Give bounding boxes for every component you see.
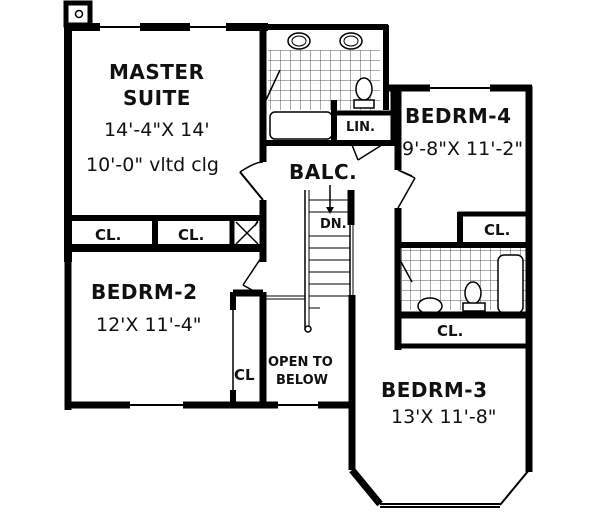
bedroom-3-label: BEDRM-3: [381, 378, 488, 402]
balcony-label: BALC.: [289, 160, 358, 184]
open-to-below-label-1: OPEN TO: [268, 355, 333, 370]
bedroom-2-dims: 12'X 11'-4": [96, 314, 202, 336]
master-suite-ceiling: 10'-0" vltd clg: [86, 154, 219, 176]
bedroom-4-walls: [351, 84, 533, 300]
master-suite-dims: 14'-4"X 14': [104, 119, 210, 141]
staircase: [263, 185, 356, 470]
master-suite-walls: [64, 23, 268, 262]
master-bath: [263, 24, 396, 146]
master-suite-label-2: SUITE: [123, 86, 191, 110]
balcony-railing: [254, 169, 413, 227]
master-suite-label-1: MASTER: [109, 60, 205, 84]
linen-closet-label: LIN.: [346, 120, 375, 135]
bedroom-2-closet-label: CL: [234, 366, 255, 384]
master-closet-1-label: CL.: [95, 226, 122, 244]
bedroom-3-walls: [349, 300, 533, 508]
bedroom-2-walls: [64, 248, 352, 410]
bedroom-3-closet-label: CL.: [437, 322, 464, 340]
stairs-down-label: DN.: [320, 217, 347, 232]
bedroom-4-dims: 9'-8"X 11'-2": [402, 138, 524, 160]
bedroom-4-closet-label: CL.: [484, 221, 511, 239]
hall-bath: [398, 245, 533, 440]
bedroom-4-label: BEDRM-4: [405, 104, 512, 128]
master-closet-2-label: CL.: [178, 226, 205, 244]
chimney: [63, 0, 93, 28]
bedroom-3-dims: 13'X 11'-8": [391, 406, 497, 428]
bedroom-2-label: BEDRM-2: [91, 280, 198, 304]
open-to-below-label-2: BELOW: [276, 373, 328, 388]
